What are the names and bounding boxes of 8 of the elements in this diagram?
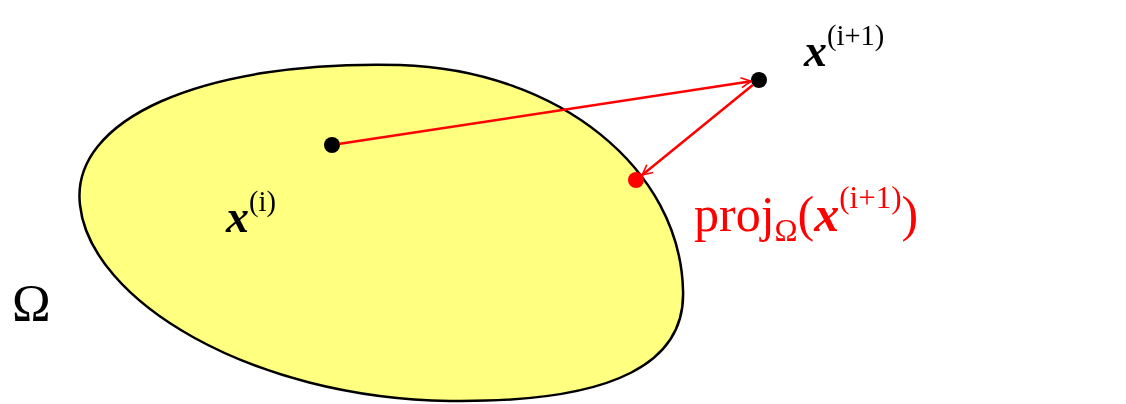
point-label: proj$_{Ω}$(x$^{(i+1)}$) xyxy=(694,182,919,246)
point-dot xyxy=(751,72,767,88)
region-label: Ω xyxy=(12,278,51,330)
arrow xyxy=(641,84,754,176)
region-shape xyxy=(78,63,685,403)
arrow xyxy=(339,76,752,146)
point-label: x$^{(i+1)}$ xyxy=(804,22,885,75)
point-label: x$^{(i)}$ xyxy=(226,188,276,241)
